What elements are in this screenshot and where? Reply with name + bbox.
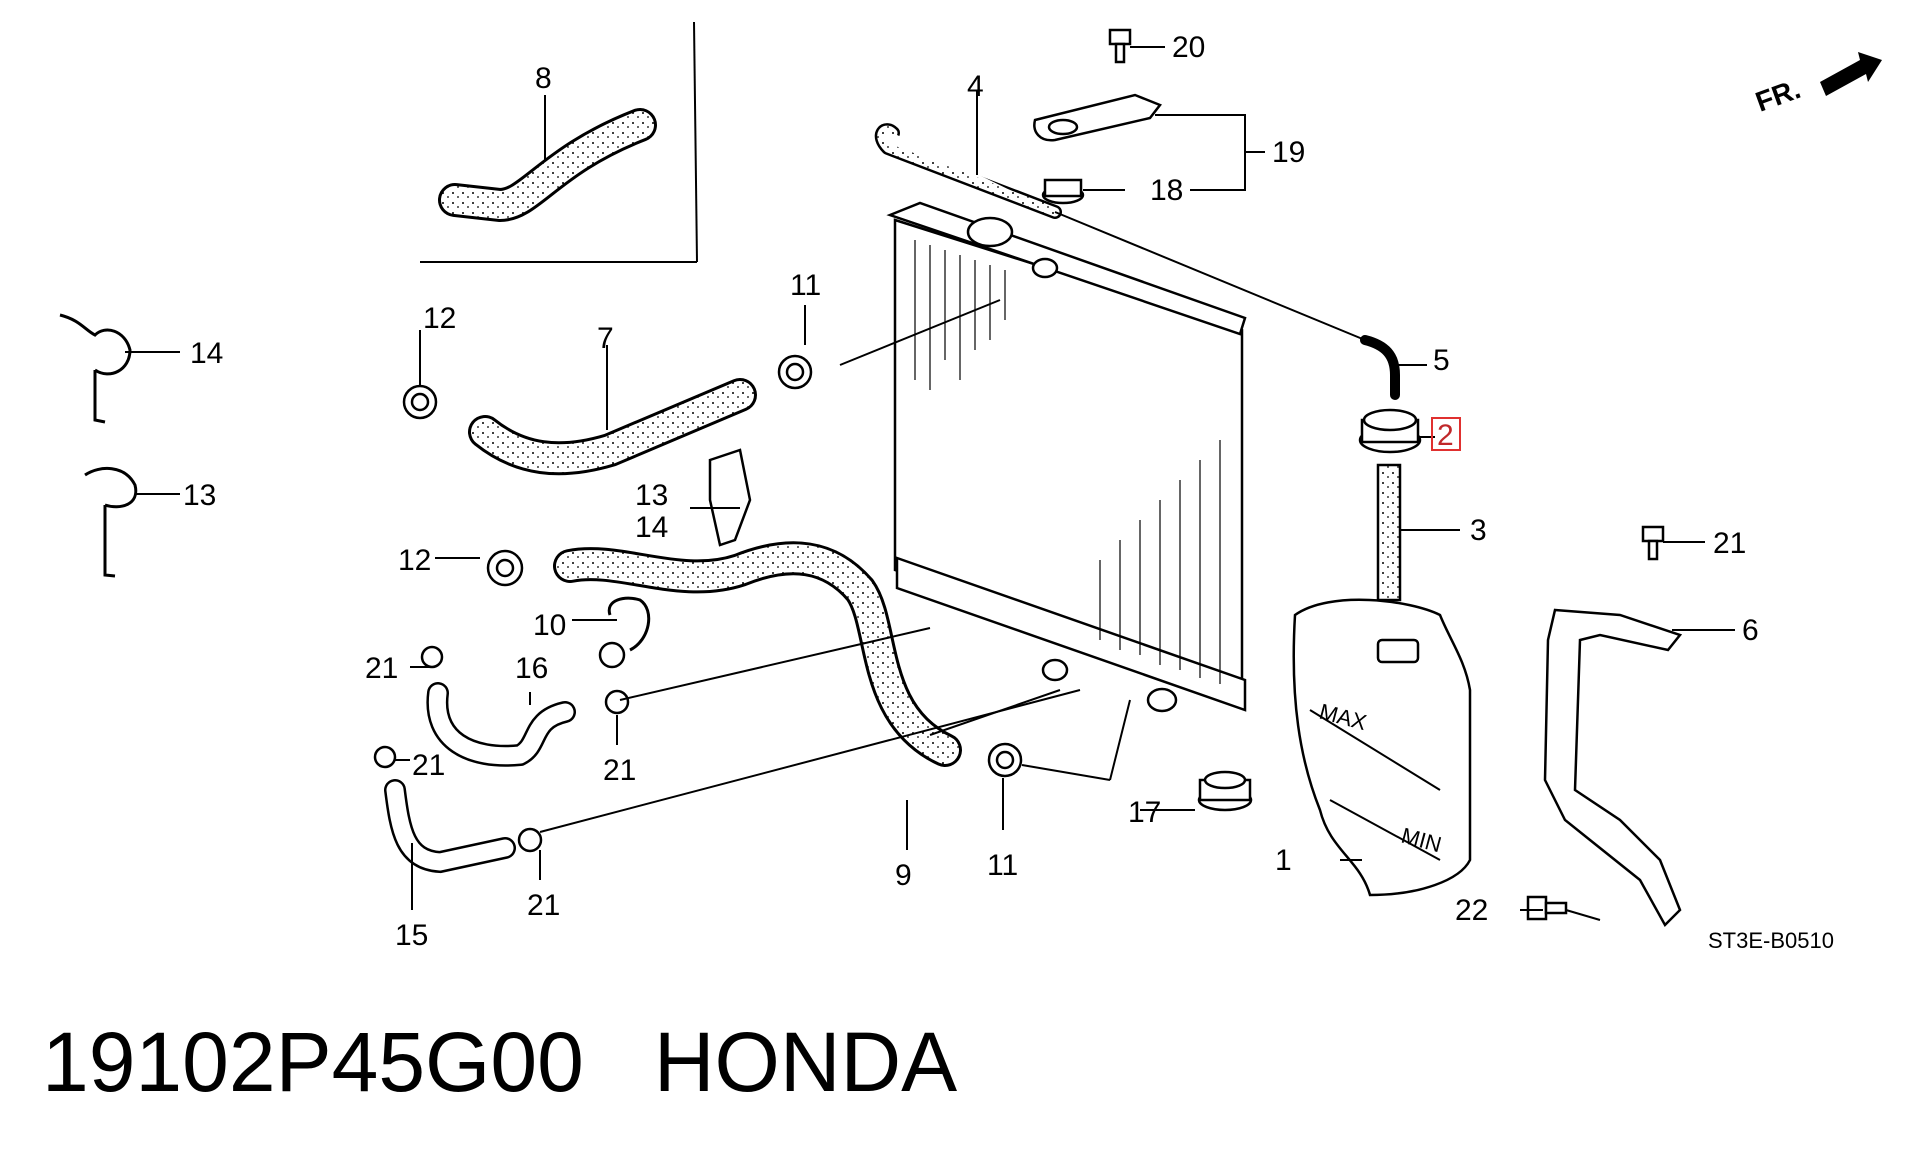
reserve-cap-2 bbox=[1358, 408, 1422, 454]
footer: 19102P45G00 HONDA bbox=[42, 1020, 957, 1104]
callout-6: 6 bbox=[1742, 614, 1759, 647]
clamp-11-top bbox=[777, 354, 813, 390]
hose-15 bbox=[384, 779, 516, 874]
elbow-5 bbox=[1360, 335, 1400, 400]
callout-19: 19 bbox=[1272, 136, 1305, 169]
callout-4: 4 bbox=[967, 70, 984, 103]
brand-name: HONDA bbox=[653, 1015, 958, 1109]
clamp-21-d bbox=[517, 827, 543, 853]
callout-22-bottom: 22 bbox=[1455, 894, 1488, 927]
highlight-box bbox=[1431, 417, 1461, 451]
reserve-tank-1: MAX MIN bbox=[1292, 598, 1472, 897]
clamp-12-mid bbox=[486, 549, 524, 587]
fr-direction-arrow-icon bbox=[1820, 52, 1882, 96]
callout-3: 3 bbox=[1470, 514, 1487, 547]
callout-21-d: 21 bbox=[527, 889, 560, 922]
bolt-22-bottom bbox=[1526, 895, 1568, 921]
hose-9 bbox=[553, 541, 962, 767]
clamp-21-c bbox=[373, 745, 397, 769]
callout-17: 17 bbox=[1128, 796, 1161, 829]
bracket-6 bbox=[1543, 608, 1683, 928]
hose-7 bbox=[468, 378, 757, 476]
callout-7: 7 bbox=[597, 322, 614, 355]
clamp-13-14-mid bbox=[708, 448, 752, 547]
clamp-21-a bbox=[420, 645, 444, 669]
clamp-14-left bbox=[59, 313, 132, 424]
callout-12-mid: 12 bbox=[398, 544, 431, 577]
callout-13-mid: 13 bbox=[635, 479, 668, 512]
callout-21-c: 21 bbox=[412, 749, 445, 782]
callout-1: 1 bbox=[1275, 844, 1292, 877]
callout-15: 15 bbox=[395, 919, 428, 952]
callout-14-mid: 14 bbox=[635, 511, 668, 544]
callout-5: 5 bbox=[1433, 344, 1450, 377]
callout-12-top: 12 bbox=[423, 302, 456, 335]
callout-13-left: 13 bbox=[183, 479, 216, 512]
clamp-12-top bbox=[402, 384, 438, 420]
clamp-11-bottom bbox=[987, 742, 1023, 778]
mount-rubber-18 bbox=[1041, 178, 1085, 205]
bolt-20 bbox=[1108, 28, 1132, 64]
callout-11-top: 11 bbox=[790, 269, 821, 302]
callout-10: 10 bbox=[533, 609, 566, 642]
callout-21-b: 21 bbox=[603, 754, 636, 787]
bracket-19 bbox=[1033, 93, 1162, 142]
mount-rubber-17 bbox=[1197, 770, 1253, 812]
direction-label: FR. bbox=[1751, 73, 1804, 118]
callout-16: 16 bbox=[515, 652, 548, 685]
hose-3 bbox=[1376, 463, 1402, 602]
callout-2[interactable]: 2 bbox=[1437, 419, 1454, 452]
callout-8: 8 bbox=[535, 62, 552, 95]
clamp-21-b bbox=[604, 689, 630, 715]
callout-18: 18 bbox=[1150, 174, 1183, 207]
inset-frame bbox=[420, 21, 698, 263]
diagram-code: ST3E-B0510 bbox=[1708, 928, 1834, 953]
parts-diagram: MAX MIN bbox=[59, 21, 1882, 953]
leader-lines bbox=[125, 46, 1735, 921]
hose-8 bbox=[438, 108, 657, 223]
part-number: 19102P45G00 bbox=[42, 1015, 584, 1109]
clamp-10 bbox=[598, 596, 651, 669]
callout-14-left: 14 bbox=[190, 337, 223, 370]
callout-20: 20 bbox=[1172, 31, 1205, 64]
callout-9: 9 bbox=[895, 859, 912, 892]
hose-16 bbox=[426, 682, 576, 767]
callout-11-bottom: 11 bbox=[987, 849, 1018, 882]
callout-22-right: 21 bbox=[1713, 527, 1746, 560]
callout-21-a: 21 bbox=[365, 652, 398, 685]
part-callouts: 1 2 3 4 5 6 7 8 9 10 11 11 12 12 13 13 1… bbox=[183, 31, 1834, 953]
bolt-22-right bbox=[1641, 525, 1665, 561]
radiator bbox=[886, 201, 1247, 713]
clamp-13-left bbox=[84, 466, 138, 578]
